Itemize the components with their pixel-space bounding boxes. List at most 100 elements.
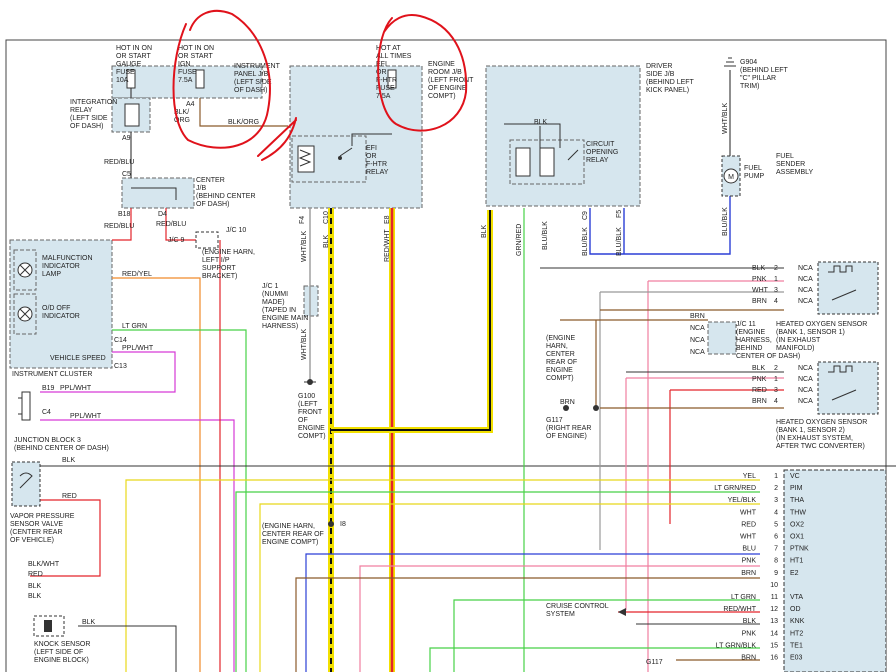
ecm-pin-name: OX1	[790, 534, 804, 541]
hos1-pin-wire: BLK	[752, 265, 766, 272]
wire-te1	[429, 647, 760, 672]
labels-jc1-line-1: (NUMMI	[262, 291, 288, 298]
labels-center_jb-line-3: OF DASH)	[196, 201, 229, 208]
labels-integration_relay-line-3: OF DASH)	[70, 123, 103, 130]
hos1-pin-nca: NCA	[798, 298, 813, 305]
labels-g100-line-3: OF	[298, 417, 308, 424]
wire-ppl-wht-1	[40, 351, 176, 393]
labels-jc1-line-0: J/C 1	[262, 283, 278, 290]
wires-blk: BLK	[481, 224, 488, 238]
connectors-b19: B19	[42, 385, 55, 392]
labels-vehicle_speed: VEHICLE SPEED	[50, 355, 106, 362]
hos1-pin-nca: NCA	[798, 287, 813, 294]
hos2-pin-wire: BLK	[752, 365, 766, 372]
labels-g100-line-1: (LEFT	[298, 401, 318, 408]
jc11-nca-2: NCA	[690, 337, 705, 344]
cruise-arrow	[618, 608, 626, 616]
efi-relay-switch	[339, 133, 392, 157]
labels-g100-line-4: ENGINE	[298, 425, 325, 432]
i8-dot	[593, 405, 599, 411]
g117-dot	[563, 405, 569, 411]
wires-blk: BLK	[82, 619, 96, 626]
wire-blk-org	[199, 98, 288, 127]
od-lamp-x	[19, 308, 31, 320]
title_blocks-engine_room_jb-line-0: ENGINE	[428, 61, 455, 68]
labels-center_jb-line-0: CENTER	[196, 177, 225, 184]
ecm-pin-wire: YEL/BLK	[728, 497, 757, 504]
instrument-panel-jb-box	[111, 65, 263, 99]
connectors-c13: C13	[114, 363, 127, 370]
connectors-c5: C5	[122, 171, 131, 178]
title_blocks-gauge_fuse-line-0: HOT IN ON	[116, 45, 152, 52]
labels-i8_right-line-2: CENTER	[546, 351, 575, 358]
ecm-pin-name: VTA	[790, 594, 803, 601]
ecm-pin-number: 12	[770, 606, 778, 613]
title_blocks-efi_fuse-line-0: HOT AT	[376, 45, 401, 52]
wire-red-blu-d4	[165, 208, 205, 241]
labels-hos1-line-2: (IN EXHAUST	[776, 337, 821, 344]
cor-switch	[504, 123, 579, 161]
title_blocks-efi_fuse-line-6: 7.5A	[376, 93, 391, 100]
ecm-pin-number: 14	[770, 630, 778, 637]
labels-jc9-line-3: BRACKET)	[202, 273, 237, 280]
ecm-pin-number: 13	[770, 618, 778, 625]
wires-red: RED	[28, 571, 43, 578]
wire-ht1	[359, 565, 760, 672]
labels-efi_relay-line-0: EFI	[366, 145, 377, 152]
hos2-heater	[828, 365, 853, 373]
driver-side-jb-box	[485, 65, 641, 207]
ecm-pin-number: 11	[771, 594, 778, 601]
center-jb-box	[121, 177, 195, 209]
efi-relay-coil-zigzag	[298, 149, 312, 167]
connectors-jc9: J/C 9	[168, 237, 184, 244]
connectors-f5: F5	[616, 210, 623, 218]
labels-hos2-line-2: (IN EXHAUST SYSTEM,	[776, 435, 853, 442]
labels-jc1-line-3: (TAPED IN	[262, 307, 296, 314]
ecm-pin-wire: YEL	[743, 473, 756, 480]
labels-hos1-line-0: HEATED OXYGEN SENSOR	[776, 321, 867, 328]
hos2-pin-number: 3	[774, 387, 778, 394]
wires-blk: BLK	[62, 457, 76, 464]
ign-fuse-symbol	[195, 69, 205, 89]
ecm-pin-name: VC	[790, 473, 800, 480]
labels-g100-line-2: FRONT	[298, 409, 323, 416]
labels-jc11-line-4: CENTER OF DASH)	[736, 353, 800, 360]
wires-brn: BRN	[560, 399, 575, 406]
title_blocks-efi_fuse-line-1: ALL TIMES	[376, 53, 412, 60]
wires-blk: BLK	[28, 583, 42, 590]
title_blocks-efi_fuse-line-5: FUSE	[376, 85, 395, 92]
title_blocks-driver_side_jb-line-0: DRIVER	[646, 63, 672, 70]
wires-red_blu: RED/BLU	[156, 221, 186, 228]
labels-g100-line-5: COMPT)	[298, 433, 326, 440]
ecm-pin-wire: LT GRN/BLK	[716, 642, 757, 649]
hos2-pin-number: 1	[774, 376, 778, 383]
labels-jc1-line-2: MADE)	[262, 299, 285, 306]
gauge-fuse-symbol	[126, 69, 136, 89]
title_blocks-instrument_panel_jb-line-3: OF DASH)	[234, 87, 267, 94]
wire-red-blu-left	[112, 208, 132, 241]
wires-ppl_wht: PPL/WHT	[122, 345, 154, 352]
labels-efi_relay-line-2: F-HTR	[366, 161, 387, 168]
labels-center_jb-line-1: J/B	[196, 185, 206, 192]
ecm-pin-wire: BRN	[741, 570, 756, 577]
labels-vapor-line-3: OF VEHICLE)	[10, 537, 54, 544]
title_blocks-gauge_fuse-line-1: OR START	[116, 53, 151, 60]
wires-wht_blk: WHT/BLK	[722, 103, 729, 134]
mil-lamp-x	[19, 264, 31, 276]
title_blocks-engine_room_jb-line-1: ROOM J/B	[428, 69, 462, 76]
labels-vapor-line-0: VAPOR PRESSURE	[10, 513, 75, 520]
wire-blk-cross	[331, 210, 493, 433]
wire-ppl-wht-2	[40, 419, 235, 672]
labels-hos1-line-1: (BANK 1, SENSOR 1)	[776, 329, 845, 336]
title_blocks-ign_fuse-line-4: 7.5A	[178, 77, 193, 84]
jc11-nca-3: NCA	[690, 349, 705, 356]
labels-mil-line-1: INDICATOR	[42, 263, 80, 270]
labels-hos2-line-0: HEATED OXYGEN SENSOR	[776, 419, 867, 426]
labels-i8_right-line-4: ENGINE	[546, 367, 573, 374]
ecm-pin-number: 6	[774, 534, 778, 541]
hos1-symbol	[817, 261, 879, 315]
title_blocks-efi_fuse-line-3: OR	[376, 69, 387, 76]
ecm-pin-wire: LT GRN	[731, 594, 756, 601]
ecm-pin-number: 3	[774, 497, 778, 504]
hos2-pin-nca: NCA	[798, 376, 813, 383]
